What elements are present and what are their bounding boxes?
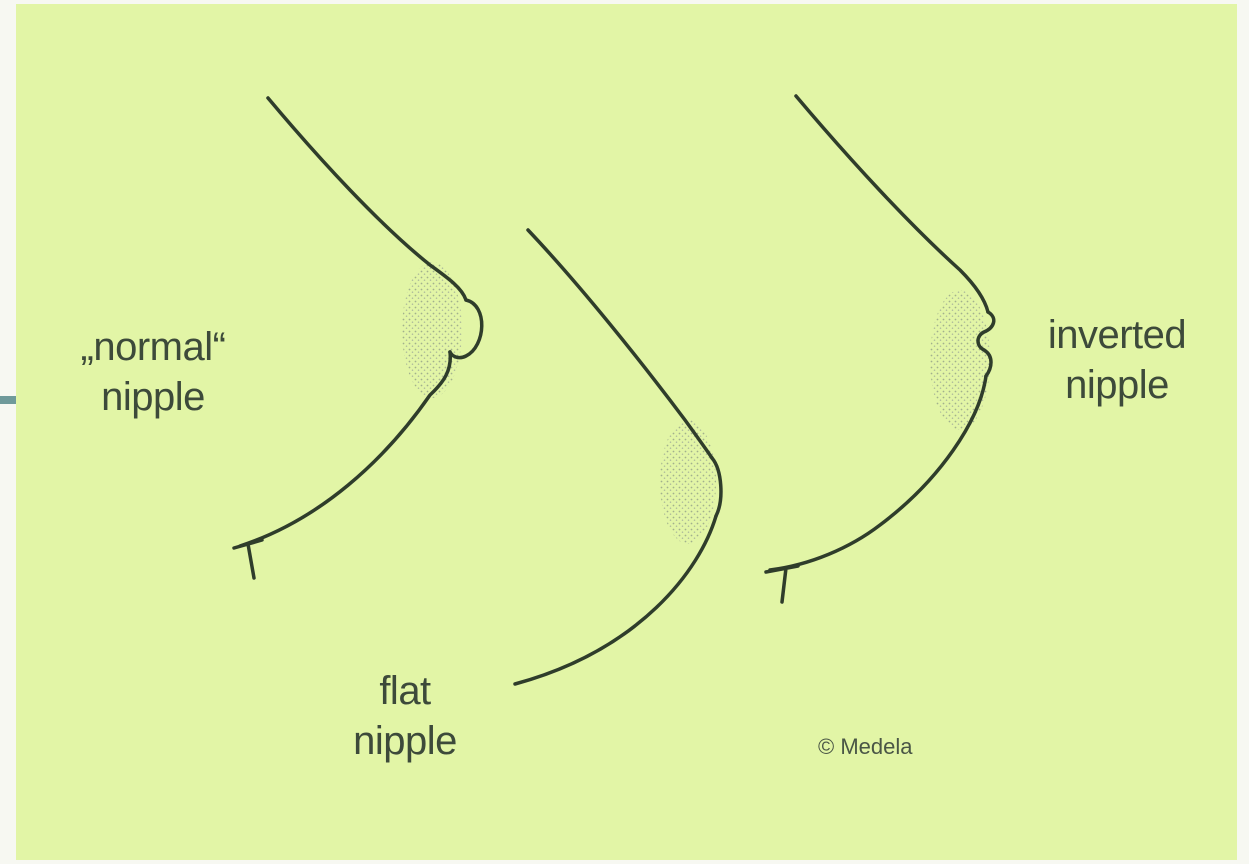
label-normal-line2: nipple	[48, 372, 258, 422]
flat-areola-shading	[660, 420, 716, 544]
label-flat-line1: flat	[330, 666, 480, 716]
label-normal-line1: „normal“	[48, 322, 258, 372]
inverted-nipple-drawing	[766, 96, 994, 602]
label-inverted-line1: inverted	[1012, 310, 1222, 360]
flat-nipple-drawing	[515, 230, 721, 684]
inverted-areola-shading	[930, 290, 990, 430]
copyright-credit: © Medela	[818, 734, 912, 760]
label-inverted-line2: nipple	[1012, 360, 1222, 410]
label-normal-nipple: „normal“ nipple	[48, 322, 258, 422]
label-inverted-nipple: inverted nipple	[1012, 310, 1222, 410]
label-flat-nipple: flat nipple	[330, 666, 480, 766]
label-flat-line2: nipple	[330, 716, 480, 766]
normal-nipple-drawing	[234, 98, 482, 578]
